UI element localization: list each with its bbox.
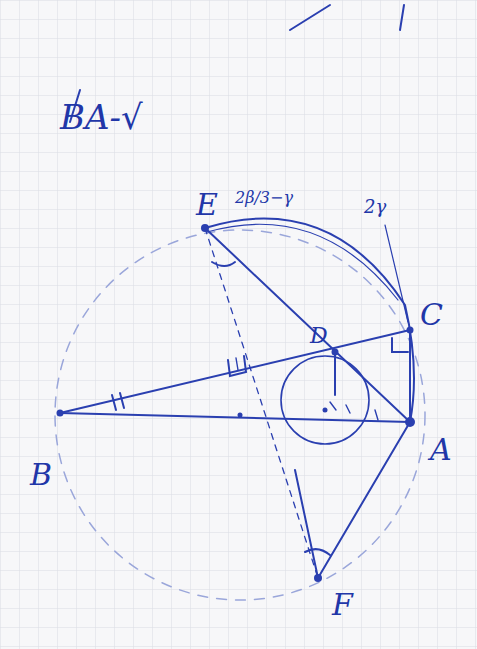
point [201, 224, 209, 232]
point-label: F [332, 590, 353, 620]
segment-ba [60, 413, 410, 422]
point [405, 417, 415, 427]
point [57, 410, 64, 417]
segment-af [318, 422, 410, 578]
point [407, 327, 414, 334]
point [332, 349, 339, 356]
pen-stroke [290, 5, 330, 30]
pen-stroke [400, 5, 404, 30]
segment-f [295, 470, 318, 578]
tick-mark [330, 402, 378, 420]
circumcircle [55, 230, 425, 600]
point-label: A [430, 435, 452, 465]
point-label: D [310, 325, 328, 347]
segment-ef [205, 228, 318, 578]
angle-label: 2γ [364, 198, 386, 216]
segment-ca [409, 330, 411, 422]
angle-mark [112, 393, 124, 410]
arc-e-c-a [205, 219, 414, 422]
arc-trace [207, 224, 398, 300]
right-angle-mark [228, 356, 246, 376]
point-label: B [30, 460, 52, 490]
point [314, 574, 322, 582]
leader-line [385, 225, 408, 322]
point [238, 413, 243, 418]
angle-label: 2β/3−γ [235, 190, 293, 206]
angle-mark [212, 262, 235, 266]
angle-mark [305, 549, 330, 555]
small-circle [281, 356, 369, 444]
point-label: C [420, 300, 443, 330]
right-angle-mark [392, 338, 408, 352]
note-text: BA-√ [60, 100, 143, 134]
point-label: E [196, 190, 218, 220]
right-angle-mark [236, 358, 238, 370]
point [323, 408, 328, 413]
segment-d [334, 352, 336, 395]
